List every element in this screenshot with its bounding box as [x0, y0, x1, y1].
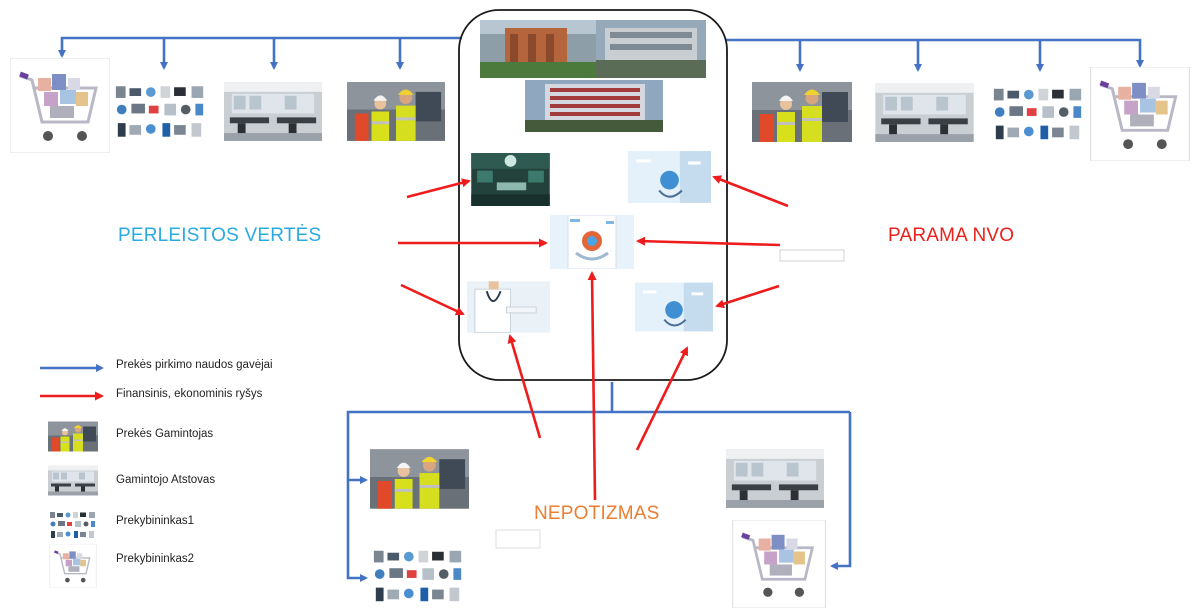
label-perleistos-vertes: PERLEISTOS VERTĖS — [118, 225, 322, 246]
legend-text-prekybininkas2: Prekybininkas2 — [116, 553, 194, 565]
empty-box-right — [779, 249, 845, 262]
legend-text-red-arrow: Finansinis, ekonominis ryšys — [116, 388, 263, 400]
legend-marks — [40, 364, 104, 588]
prekybininkas1-tools-left — [112, 82, 209, 141]
atstovas-office-bottom — [726, 449, 824, 508]
hospital-building-photo-1 — [480, 20, 596, 78]
legend-shopping-cart-icon — [48, 544, 98, 588]
atstovas-office-left — [224, 82, 322, 141]
legend-text-blue-arrow: Prekės pirkimo naudos gavėjai — [116, 359, 273, 371]
hospital-building-photo-3 — [525, 80, 663, 132]
care-hands-photo — [550, 215, 634, 269]
legend-text-prekybininkas1: Prekybininkas1 — [116, 515, 194, 527]
prekybininkas2-cart-left — [10, 58, 110, 153]
blue-connector-top — [58, 36, 1144, 72]
gamintojas-workers-bottom — [370, 449, 469, 509]
gamintojas-workers-left — [347, 82, 445, 141]
gamintojas-workers-right — [752, 82, 852, 142]
prekybininkas1-tools-bottom — [370, 546, 467, 606]
operating-room-photo — [471, 153, 550, 206]
stethoscope-photo — [628, 151, 711, 203]
legend-office-photo-icon — [48, 465, 98, 496]
label-nepotizmas: NEPOTIZMAS — [534, 503, 660, 524]
prekybininkas2-cart-bottom — [733, 520, 826, 608]
empty-box-bottom — [495, 529, 541, 549]
doctor-stethoscope-photo — [635, 281, 713, 333]
legend-medical-equipment-icon — [48, 510, 98, 540]
red-arrows — [398, 175, 789, 501]
label-parama-nvo: PARAMA NVO — [888, 225, 1015, 246]
legend-text-atstovas: Gamintojo Atstovas — [116, 474, 216, 486]
hospital-building-photo-2 — [596, 20, 706, 78]
prekybininkas1-tools-right — [990, 84, 1087, 144]
legend-text-gamintojas: Prekės Gamintojas — [116, 428, 214, 440]
legend-workers-photo-icon — [48, 421, 98, 452]
atstovas-office-right — [875, 83, 974, 142]
prekybininkas2-cart-right — [1091, 67, 1190, 161]
doctor-photo — [467, 281, 550, 333]
blue-connector-bottom — [346, 382, 852, 582]
